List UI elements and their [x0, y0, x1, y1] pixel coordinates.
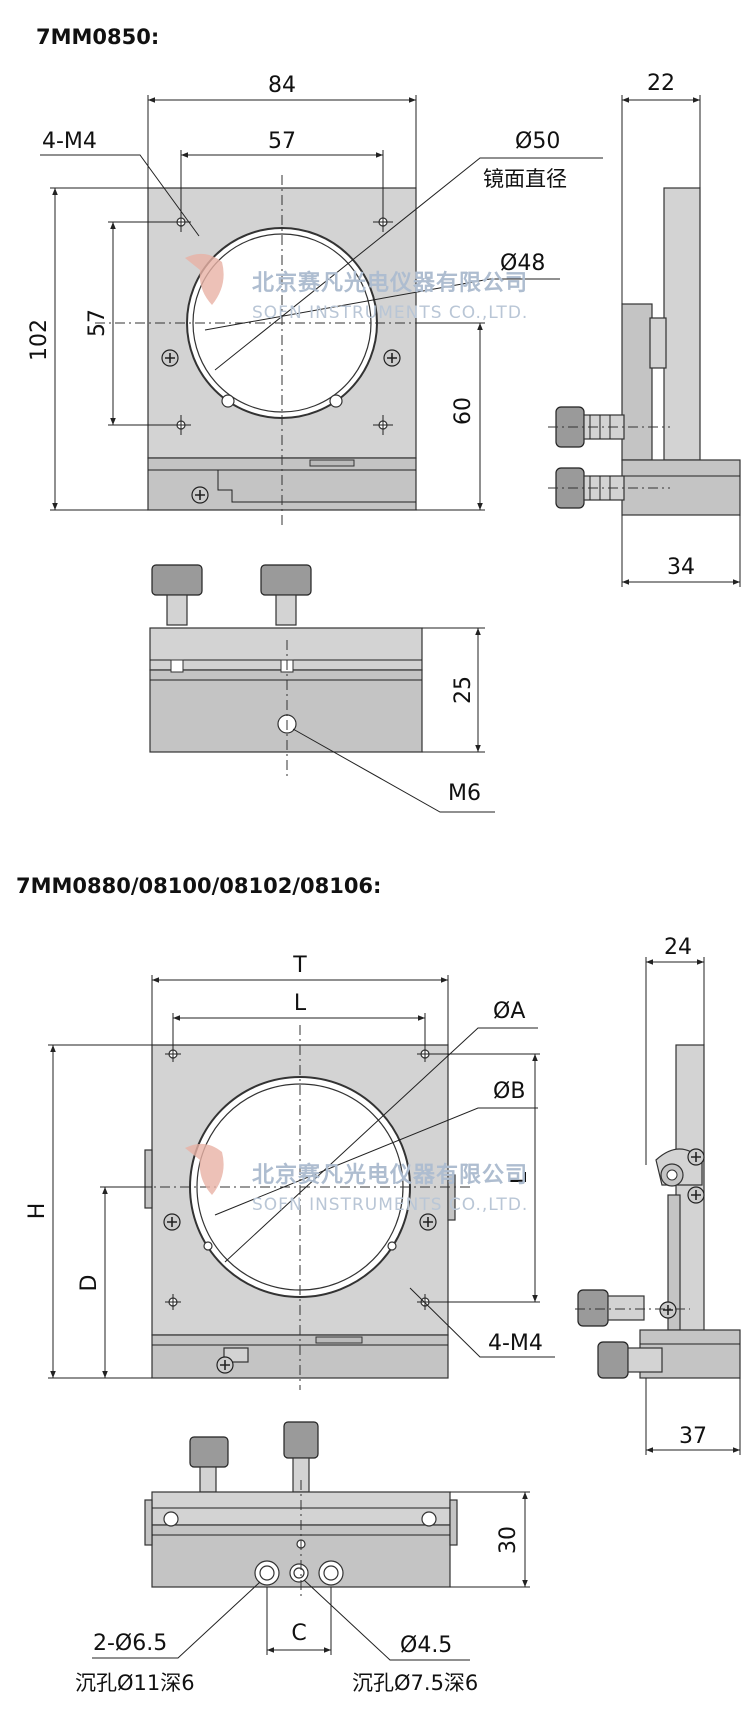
- dim-side-depth: 34: [667, 555, 695, 580]
- watermark-logo-icon: [185, 253, 224, 305]
- watermark-logo-2-icon: [185, 1143, 224, 1195]
- watermark-1: 北京赛凡光电仪器有限公司 SOFN INSTRUMENTS CO.,LTD.: [185, 253, 528, 323]
- dim-width: 84: [268, 73, 296, 98]
- locking-screw-2-icon: [216, 1356, 234, 1374]
- dim-hole-spacing-c: C: [291, 1621, 306, 1646]
- clamp-screw-upper-icon: [687, 1148, 705, 1166]
- drawing-1-side-view: 22 34: [548, 71, 741, 587]
- dim-height: 102: [27, 319, 52, 361]
- dim-hole-spacing-y-2: L: [507, 1171, 532, 1184]
- knob-top-right-icon: [260, 564, 312, 596]
- dim-hole-spacing-x: 57: [268, 129, 296, 154]
- dim-side-thickness: 22: [647, 71, 675, 96]
- side-screw-left-2-icon: [163, 1213, 181, 1231]
- watermark-1-cn: 北京赛凡光电仪器有限公司: [252, 270, 528, 296]
- locking-screw-icon: [191, 486, 209, 504]
- drawing-1-top-view: 25 M6: [149, 564, 495, 813]
- side-adjust-screw-icon: [659, 1301, 677, 1319]
- knob-top-left-2-icon: [189, 1436, 229, 1468]
- model-title-1: 7MM0850:: [36, 25, 159, 49]
- watermark-2-cn: 北京赛凡光电仪器有限公司: [252, 1162, 528, 1188]
- label-counterbore-1-note: 沉孔Ø11深6: [75, 1671, 195, 1695]
- dim-base-height-2: 30: [496, 1526, 521, 1554]
- watermark-2: 北京赛凡光电仪器有限公司 SOFN INSTRUMENTS CO.,LTD.: [185, 1143, 528, 1215]
- dim-base-height: 25: [451, 676, 476, 704]
- dim-hole-spacing-x-2: L: [294, 991, 307, 1016]
- label-mirror-diameter-2: ØA: [493, 999, 525, 1024]
- drawing-1-front-view: 84 57 4-M4 Ø50 镜面直径 Ø48 102 57 60: [27, 73, 603, 528]
- label-mirror-diameter: Ø50: [515, 129, 560, 154]
- dim-height-2: H: [25, 1203, 50, 1220]
- model-title-2: 7MM0880/08100/08102/08106:: [16, 874, 381, 898]
- adjust-knob-upper-2-icon: [577, 1289, 609, 1327]
- drawing-2-front-view: T L ØA ØB L H D 4-M4: [25, 953, 555, 1390]
- knob-top-right-2-icon: [283, 1421, 319, 1459]
- dim-center-height-2: D: [77, 1275, 102, 1292]
- side-screw-right-icon: [383, 349, 401, 367]
- dim-width-2: T: [292, 953, 307, 978]
- label-base-thread: M6: [448, 781, 481, 806]
- dim-side-depth-2: 37: [679, 1424, 707, 1449]
- drawing-2-top-view: 30 C 2-Ø6.5 沉孔Ø11深6 Ø4.5 沉孔Ø7.5深6: [75, 1421, 530, 1695]
- label-aperture-diameter: Ø48: [500, 251, 545, 276]
- dim-center-height: 60: [451, 397, 476, 425]
- dim-side-thickness-2: 24: [664, 935, 692, 960]
- label-mirror-diameter-note: 镜面直径: [483, 167, 567, 191]
- clamp-screw-lower-icon: [687, 1186, 705, 1204]
- label-tapped-holes-2: 4-M4: [488, 1331, 543, 1356]
- watermark-1-en: SOFN INSTRUMENTS CO.,LTD.: [252, 303, 528, 323]
- side-screw-left-icon: [161, 349, 179, 367]
- side-plate: [663, 187, 701, 461]
- adjust-knob-lower-2-icon: [597, 1341, 629, 1379]
- label-counterbore-1: 2-Ø6.5: [93, 1631, 167, 1656]
- dim-hole-spacing-y: 57: [85, 309, 110, 337]
- knob-top-left-icon: [151, 564, 203, 596]
- watermark-2-en: SOFN INSTRUMENTS CO.,LTD.: [252, 1195, 528, 1215]
- side-screw-right-2-icon: [419, 1213, 437, 1231]
- label-counterbore-2: Ø4.5: [400, 1633, 452, 1658]
- drawing-2-side-view: 24 37: [575, 935, 741, 1455]
- label-aperture-diameter-2: ØB: [493, 1079, 525, 1104]
- label-tapped-holes: 4-M4: [42, 129, 97, 154]
- label-counterbore-2-note: 沉孔Ø7.5深6: [352, 1671, 478, 1695]
